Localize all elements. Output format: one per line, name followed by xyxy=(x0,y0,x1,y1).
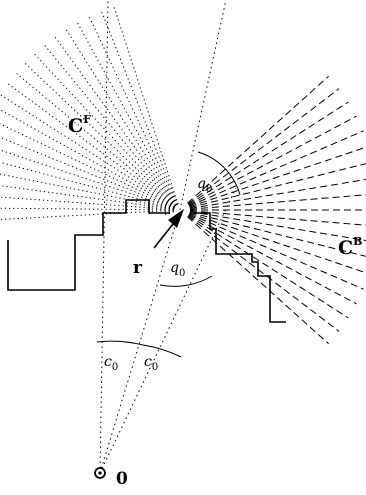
angle-c-right-label: c0 xyxy=(144,354,158,373)
front-cone-ray xyxy=(0,210,174,221)
arc-q-lower xyxy=(160,276,212,286)
front-cone-ray xyxy=(77,21,177,204)
back-cone-ray xyxy=(188,102,348,205)
position-arrowhead xyxy=(168,209,184,228)
front-cone-ray xyxy=(44,44,177,206)
position-label: r xyxy=(133,258,143,278)
front-cone-ray xyxy=(0,195,174,210)
angle-q-lower-label: q0 xyxy=(170,260,185,279)
back-cone-ray xyxy=(190,146,366,207)
front-cone-ray xyxy=(101,10,178,204)
front-cone-ray xyxy=(89,15,178,204)
front-cone-ray xyxy=(0,94,175,207)
back-cone-ray xyxy=(189,215,357,304)
back-cone-ray xyxy=(187,217,328,344)
back-cone-ray xyxy=(188,215,348,318)
back-cone-ray xyxy=(190,162,366,208)
back-cone-rays xyxy=(187,76,366,344)
origin-dot xyxy=(98,471,101,474)
back-cone-ray xyxy=(189,116,357,205)
boundary-right xyxy=(194,213,286,322)
front-cone-ray xyxy=(0,142,174,208)
back-cone-label: CB xyxy=(338,235,362,259)
origin-marker xyxy=(95,468,105,478)
front-cone-ray xyxy=(0,117,175,207)
back-cone-ray xyxy=(188,216,339,331)
arc-c-left xyxy=(97,341,143,345)
angle-c-left-label: c0 xyxy=(104,354,118,373)
back-cone-ray xyxy=(189,131,363,206)
boundary-left xyxy=(8,200,170,290)
front-cone-ray xyxy=(114,6,179,205)
front-cone-ray xyxy=(0,168,174,209)
position-vector xyxy=(154,209,184,248)
origin-ray-left xyxy=(100,0,108,473)
origin-label: 0 xyxy=(116,469,128,489)
front-cone-ray xyxy=(0,181,174,209)
